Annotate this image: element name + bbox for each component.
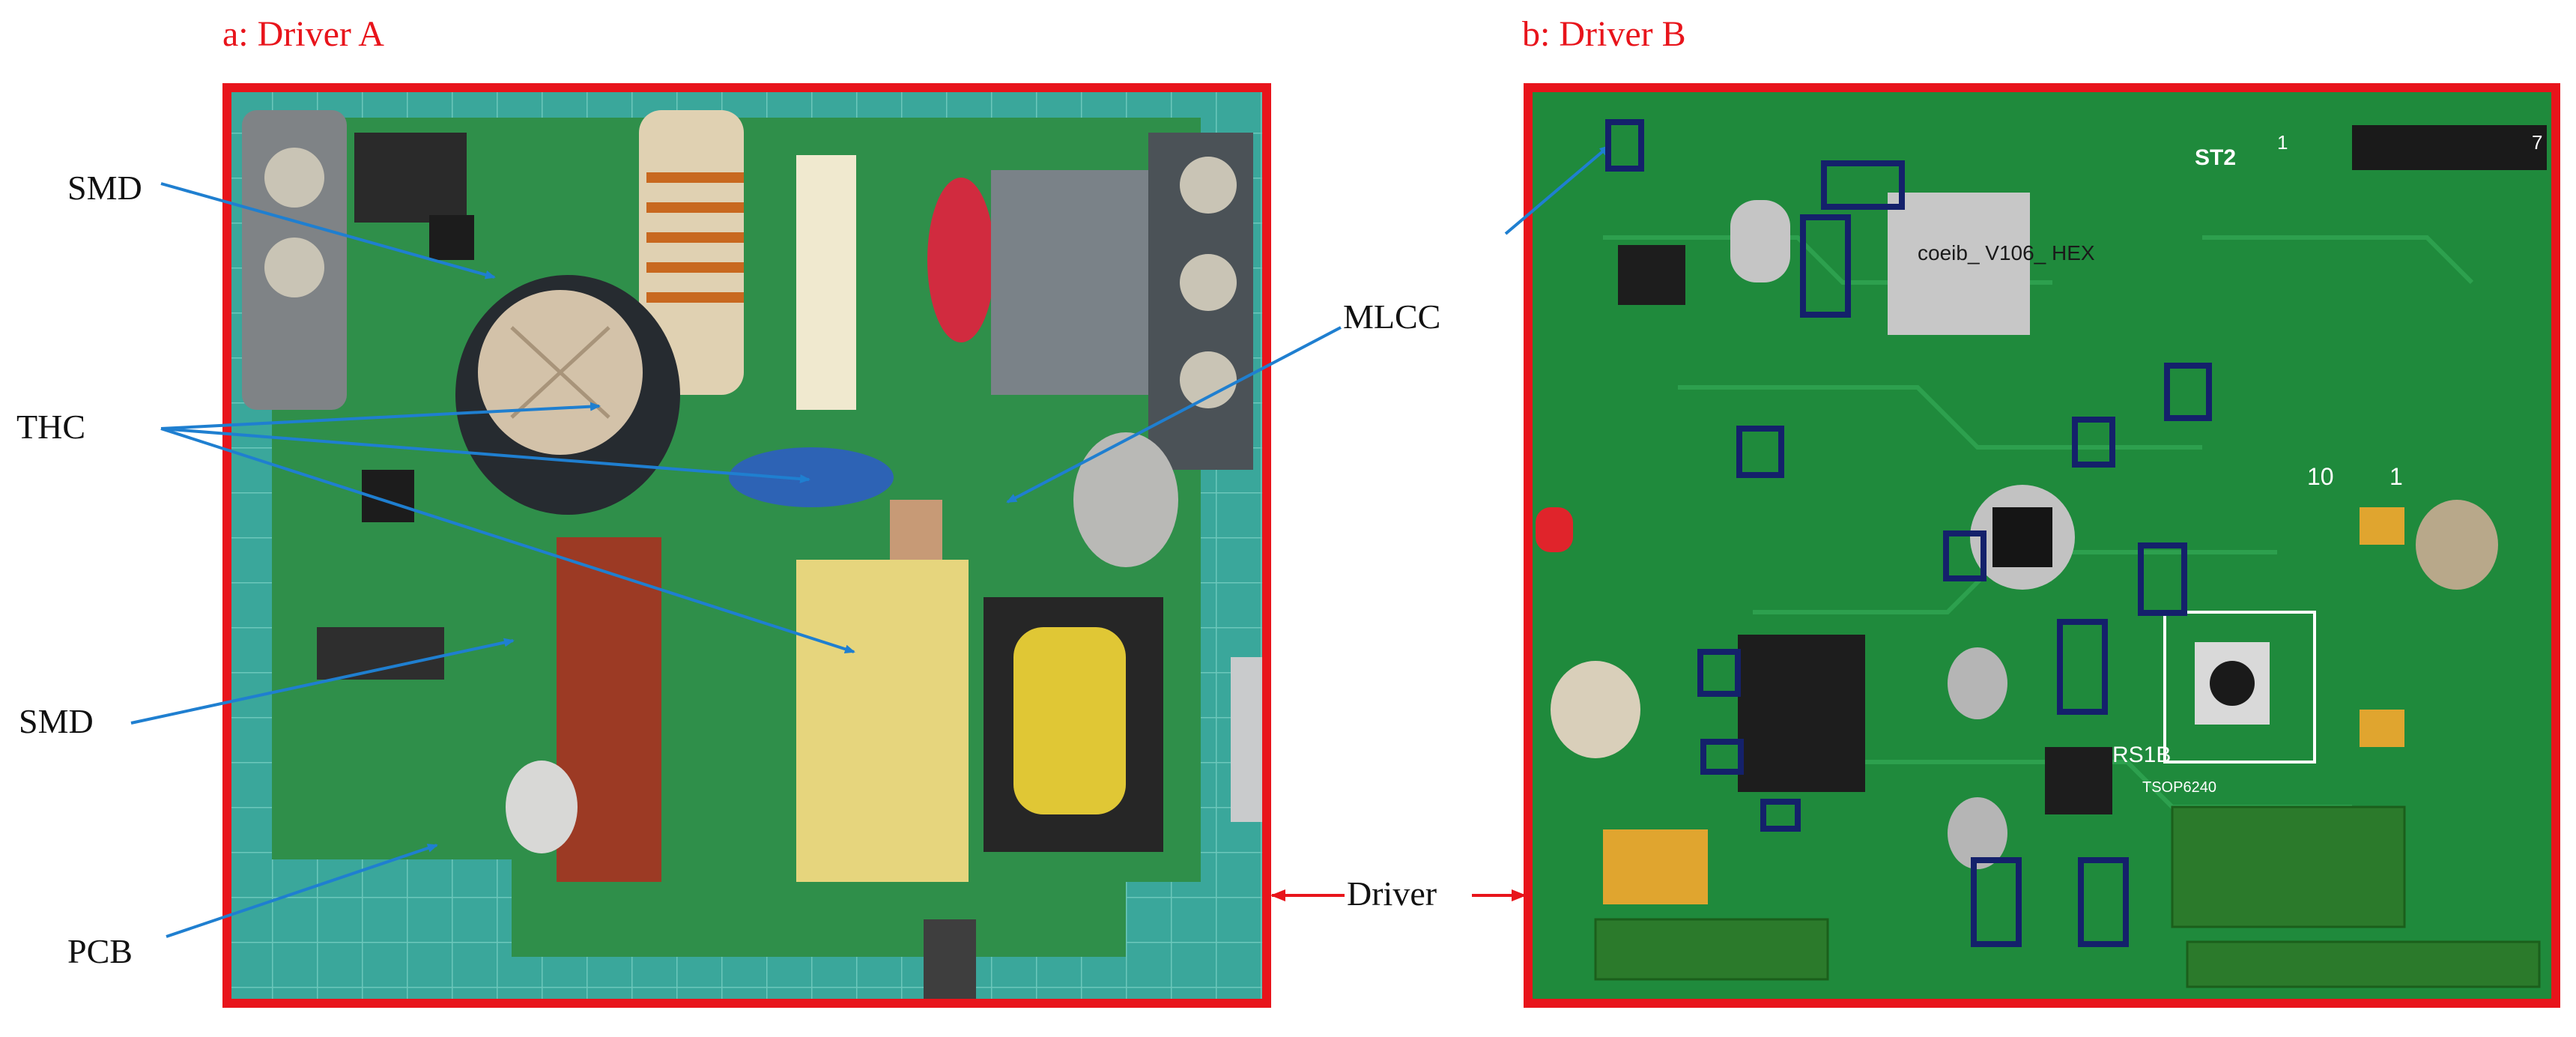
- driver-b-photo: ST2 coeib_ V106_ HEX RS1B TSOP6240 1 7 1…: [1528, 88, 2556, 1003]
- marker-box: [2138, 542, 2187, 616]
- marker-box: [1700, 739, 1744, 775]
- label-thc: THC: [16, 408, 85, 446]
- marker-box: [2057, 619, 2108, 715]
- label-mlcc: MLCC: [1343, 297, 1441, 336]
- receiver-silkscreen: TSOP6240: [2142, 779, 2216, 796]
- panel-a-title: a: Driver A: [222, 14, 384, 54]
- pin-label-10: 10: [2307, 463, 2334, 490]
- frame-driver-b: [1524, 83, 2560, 1008]
- label-smd-bottom: SMD: [19, 702, 94, 740]
- label-driver: Driver: [1347, 874, 1437, 913]
- callout-smd-top: [160, 182, 496, 279]
- label-pcb: PCB: [67, 932, 133, 970]
- marker-box: [1760, 799, 1801, 832]
- marker-box: [2078, 857, 2129, 947]
- driver-a-photo: [227, 88, 1276, 1003]
- pin-label-7: 7: [2532, 131, 2542, 154]
- callout-mlcc: [1006, 326, 1342, 504]
- callout-thc-3: [160, 427, 855, 654]
- marker-box: [1800, 214, 1851, 318]
- marker-box: [2164, 363, 2212, 421]
- marker-box: [1697, 649, 1741, 697]
- panel-b-title: b: Driver B: [1522, 14, 1686, 54]
- mcu-marking: coeib_ V106_ HEX: [1918, 241, 2095, 264]
- sensor-silkscreen: RS1B: [2112, 743, 2171, 767]
- marker-box: [1821, 160, 1905, 210]
- pin-label-1: 1: [2277, 131, 2288, 154]
- marker-box: [1943, 530, 1986, 581]
- driver-b-board-illustration: ST2 coeib_ V106_ HEX RS1B TSOP6240 1 7 1…: [1528, 88, 2556, 1003]
- marker-box: [1971, 857, 2022, 947]
- pin-label-1b: 1: [2389, 463, 2403, 490]
- label-smd-top: SMD: [67, 169, 142, 207]
- connector-silkscreen: ST2: [2195, 145, 2236, 170]
- marker-box: [1736, 426, 1784, 478]
- callout-smd-bottom: [130, 638, 515, 725]
- callout-driver-b-mlcc: [1504, 145, 1610, 235]
- frame-driver-a: [222, 83, 1271, 1008]
- callout-thc-2: [160, 427, 810, 484]
- driver-a-board-illustration: [227, 88, 1276, 1003]
- callout-pcb: [166, 844, 438, 938]
- marker-box: [1605, 119, 1644, 172]
- callout-thc-1: [160, 402, 601, 430]
- marker-box: [2072, 417, 2115, 468]
